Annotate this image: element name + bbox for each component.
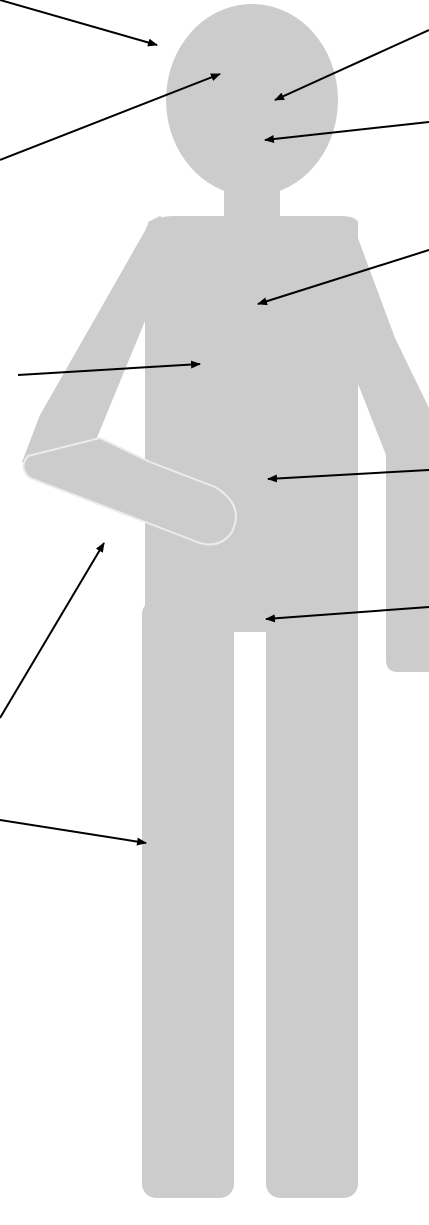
arrow-1 xyxy=(0,0,157,45)
right-leg xyxy=(266,600,358,1198)
arrow-10 xyxy=(0,820,146,843)
left-leg xyxy=(142,600,234,1198)
torso xyxy=(145,216,358,632)
head xyxy=(166,4,338,196)
arrow-8 xyxy=(0,543,104,718)
human-silhouette xyxy=(22,4,429,1198)
right-arm xyxy=(352,222,429,672)
